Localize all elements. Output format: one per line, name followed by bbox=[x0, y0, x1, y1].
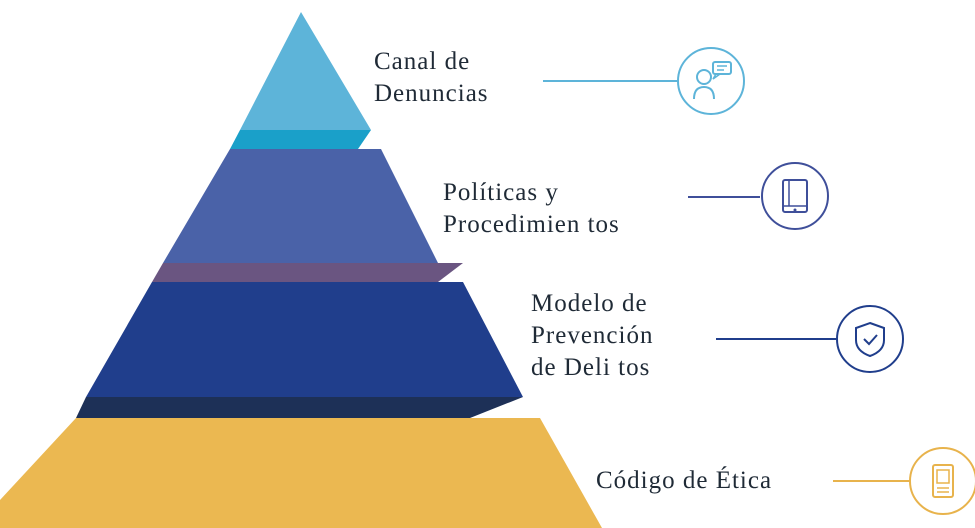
pyramid-ledge-politicas bbox=[152, 263, 463, 282]
tier-label-modelo: Modelo de Prevención de Deli tos bbox=[531, 288, 653, 384]
tier-label-canal: Canal de Denuncias bbox=[374, 46, 489, 110]
tier-label-line: Canal de bbox=[374, 48, 471, 75]
shield-check-icon bbox=[836, 305, 904, 373]
tier-label-line: Código de Ética bbox=[596, 467, 773, 494]
tier-label-line: de Deli tos bbox=[531, 354, 651, 381]
pyramid-tier-codigo bbox=[0, 418, 602, 528]
pyramid-tier-politicas bbox=[163, 149, 438, 263]
pyramid-tier-canal bbox=[240, 12, 371, 130]
tier-label-line: Políticas y bbox=[443, 179, 559, 206]
tier-label-line: Denuncias bbox=[374, 80, 489, 107]
pyramid-tier-modelo bbox=[86, 282, 523, 397]
scroll-document-icon bbox=[909, 447, 975, 515]
tier-label-line: Modelo de bbox=[531, 290, 648, 317]
speech-bubble-person-icon bbox=[677, 47, 745, 115]
pyramid-ledge-modelo bbox=[76, 397, 523, 418]
tier-label-line: Procedimien tos bbox=[443, 211, 620, 238]
tier-label-line: Prevención bbox=[531, 322, 654, 349]
tier-label-politicas: Políticas y Procedimien tos bbox=[443, 177, 620, 241]
pyramid-ledge-canal bbox=[230, 130, 371, 149]
tier-label-codigo: Código de Ética bbox=[596, 465, 772, 497]
book-icon bbox=[761, 162, 829, 230]
